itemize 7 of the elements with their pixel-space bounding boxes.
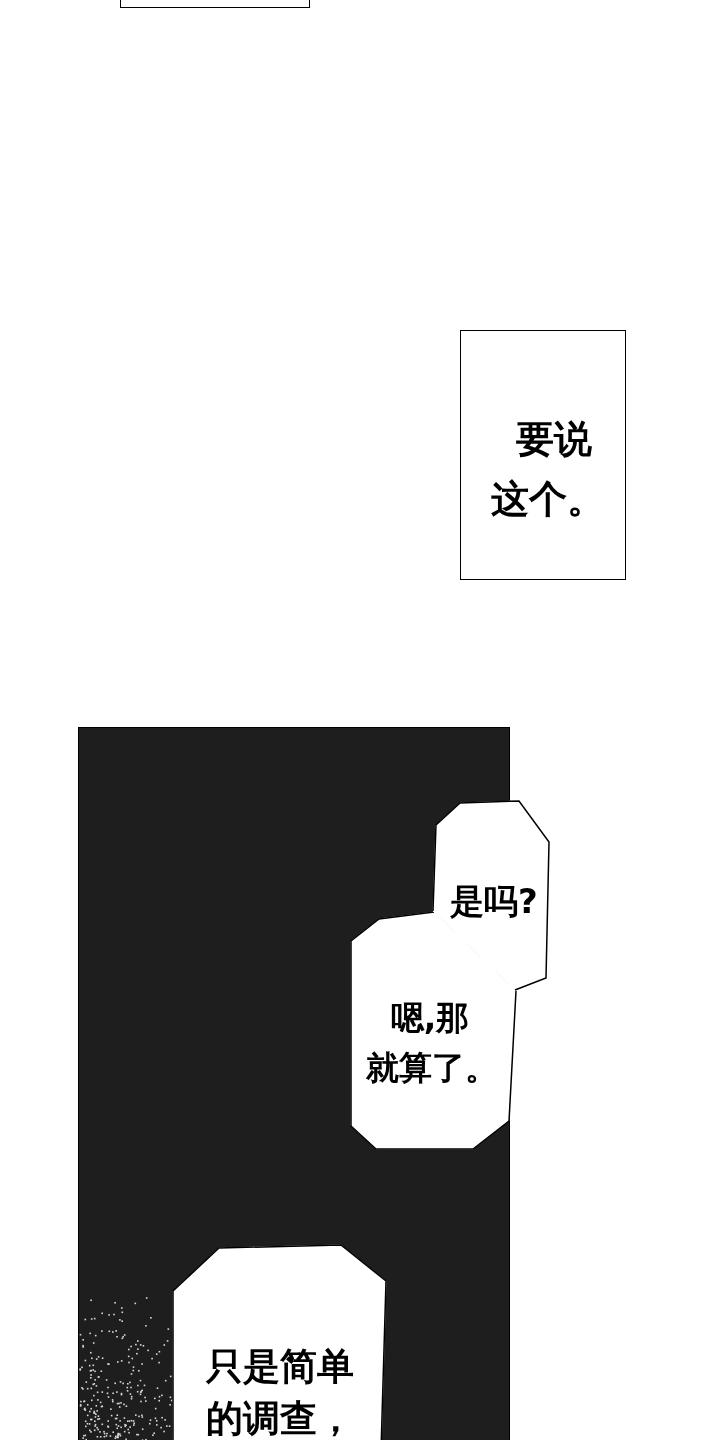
caption-text: 要说这个。 — [491, 416, 606, 523]
caption-box — [460, 330, 626, 580]
speech-bubble — [430, 800, 551, 992]
speech-text: 只是简单的调查， — [206, 1344, 355, 1440]
speech-text: 嗯,那就算了。 — [366, 997, 499, 1089]
speech-text: 是吗? — [450, 880, 539, 923]
speech-bubble — [170, 1243, 388, 1440]
